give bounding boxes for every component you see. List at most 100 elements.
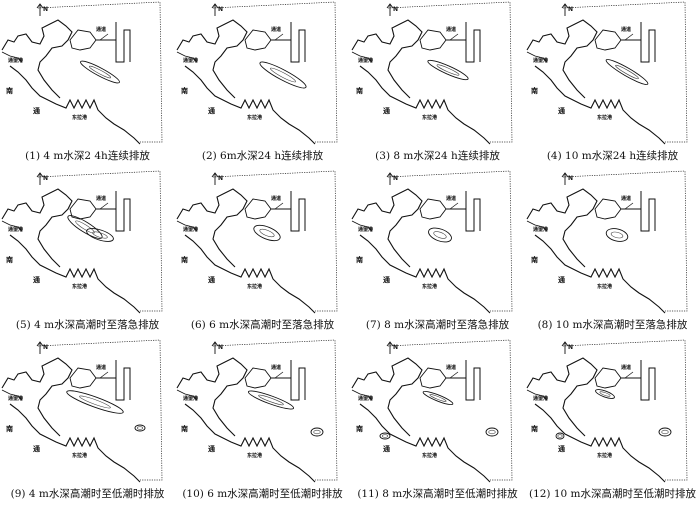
harbour-jetty xyxy=(271,360,306,401)
panel-caption: (6) 6 m水深高潮时至落急排放 xyxy=(190,319,335,331)
tong-label: 通 xyxy=(33,445,40,453)
south-coastline xyxy=(184,403,316,483)
outfall-line xyxy=(99,202,109,210)
south-coastline xyxy=(9,234,141,314)
channel-label: 通道 xyxy=(271,365,282,371)
north-label: N xyxy=(393,175,399,182)
east-port-label: 东拉港 xyxy=(422,284,438,290)
panel-caption: (10) 6 m水深高潮时至低潮时排放 xyxy=(182,488,343,500)
pollutant-plume xyxy=(86,228,114,242)
pollutant-plume xyxy=(428,227,452,243)
plume-inner-contour xyxy=(488,429,496,435)
map-svg xyxy=(526,339,688,483)
plume-inner-contour xyxy=(381,434,389,438)
channel-label: 通道 xyxy=(621,365,632,371)
south-coastline xyxy=(9,403,141,483)
harbour-jetty xyxy=(621,360,656,401)
pollutant-plume xyxy=(595,389,615,399)
domain-boundary xyxy=(212,170,338,312)
outfall-line xyxy=(624,202,634,210)
north-coastline xyxy=(176,19,248,99)
plume-inner-contour xyxy=(433,231,447,239)
plume-inner-contour xyxy=(436,64,460,76)
pollutant-plume xyxy=(485,427,499,437)
north-arrow-icon xyxy=(386,3,394,16)
domain-boundary xyxy=(37,170,163,312)
nan-label: 南 xyxy=(181,87,188,95)
outfall-line xyxy=(624,33,634,41)
panel-caption: (9) 4 m水深高潮时至低潮时排放 xyxy=(10,488,165,500)
north-coastline xyxy=(351,19,423,99)
domain-boundary xyxy=(562,170,688,312)
nan-label: 南 xyxy=(181,256,188,264)
estuary-tip xyxy=(526,51,548,63)
central-island xyxy=(69,29,97,51)
estuary-tip xyxy=(351,220,373,232)
tong-label: 通 xyxy=(383,445,390,453)
estuary-tip xyxy=(1,51,23,63)
channel-label: 通道 xyxy=(96,365,107,371)
north-arrow-icon xyxy=(386,341,394,354)
tong-label: 通 xyxy=(558,107,565,115)
channel-label: 通道 xyxy=(271,196,282,202)
harbour-jetty xyxy=(446,360,481,401)
estuary-tip xyxy=(351,389,373,401)
panel-caption: (4) 10 m水深24 h连续排放 xyxy=(546,150,679,162)
central-island xyxy=(69,367,97,389)
map-svg xyxy=(1,339,163,483)
north-arrow-icon xyxy=(211,172,219,185)
map-svg xyxy=(351,1,513,145)
plume-inner-contour xyxy=(615,64,639,80)
central-island xyxy=(244,198,272,220)
channel-label: 通道 xyxy=(446,27,457,33)
domain-boundary xyxy=(387,1,513,143)
south-coastline xyxy=(184,234,316,314)
north-coastline xyxy=(526,188,598,268)
harbour-jetty xyxy=(621,22,656,63)
tong-label: 通 xyxy=(33,107,40,115)
estuary-tip xyxy=(1,220,23,232)
outfall-line xyxy=(274,33,284,41)
domain-boundary xyxy=(562,1,688,143)
south-coastline xyxy=(359,234,491,314)
tong-label: 通 xyxy=(208,276,215,284)
central-island xyxy=(594,29,622,51)
domain-boundary xyxy=(387,339,513,481)
north-label: N xyxy=(568,344,574,351)
domain-boundary xyxy=(387,170,513,312)
north-label: N xyxy=(218,344,224,351)
outfall-line xyxy=(274,371,284,379)
south-coastline xyxy=(359,403,491,483)
north-arrow-icon xyxy=(211,3,219,16)
pollutant-plume xyxy=(555,432,565,440)
nan-label: 南 xyxy=(6,256,13,264)
panel-caption: (2) 6m水深24 h连续排放 xyxy=(201,150,324,162)
central-island xyxy=(69,198,97,220)
plume-inner-contour xyxy=(610,231,624,239)
map-svg xyxy=(351,170,513,314)
panel-caption: (5) 4 m水深高潮时至落急排放 xyxy=(15,319,160,331)
east-port-label: 东拉港 xyxy=(247,284,263,290)
plume-inner-contour xyxy=(599,391,611,397)
map-svg xyxy=(351,339,513,483)
north-arrow-icon xyxy=(36,172,44,185)
tong-label: 通 xyxy=(208,107,215,115)
map-svg xyxy=(526,170,688,314)
plume-inner-contour xyxy=(92,231,108,239)
north-label: N xyxy=(568,6,574,13)
west-port-label: 通望港 xyxy=(183,58,199,64)
north-label: N xyxy=(218,175,224,182)
domain-boundary xyxy=(562,339,688,481)
harbour-jetty xyxy=(271,191,306,232)
plume-inner-contour xyxy=(88,65,112,79)
east-port-label: 东拉港 xyxy=(597,284,613,290)
east-port-label: 东拉港 xyxy=(422,453,438,459)
north-label: N xyxy=(568,175,574,182)
nan-label: 南 xyxy=(356,425,363,433)
pollutant-plume xyxy=(605,59,649,85)
plume-inner-contour xyxy=(661,429,669,435)
harbour-jetty xyxy=(271,22,306,63)
west-port-label: 通望港 xyxy=(358,396,374,402)
channel-label: 通道 xyxy=(621,196,632,202)
